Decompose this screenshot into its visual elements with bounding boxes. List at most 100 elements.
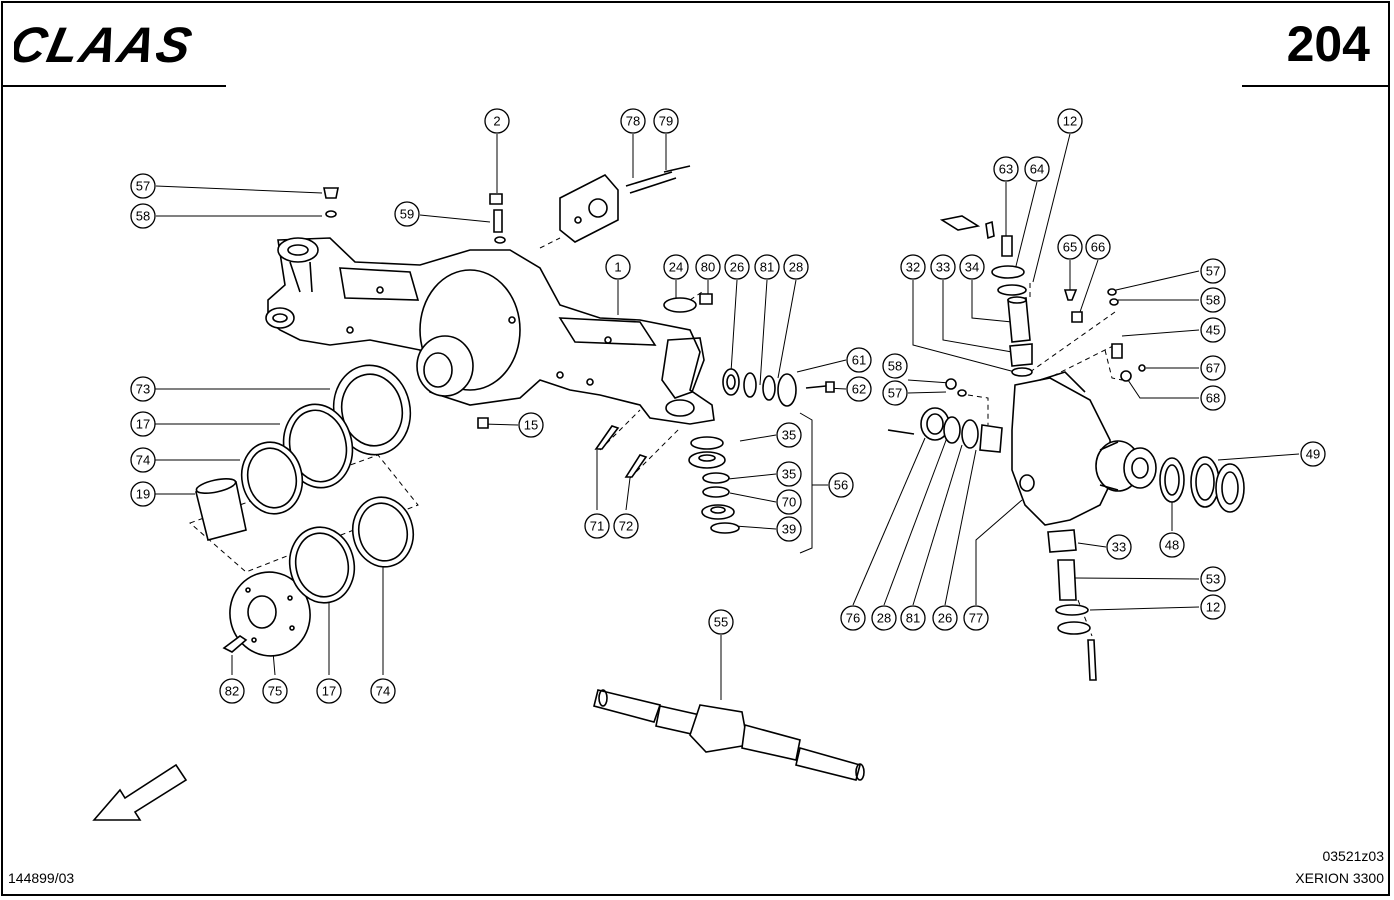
svg-text:17: 17 [322,684,336,699]
drive-shaft [593,689,865,781]
svg-text:35: 35 [782,428,796,443]
svg-text:79: 79 [659,114,673,129]
svg-text:2: 2 [493,114,500,129]
king-pin-parts [887,215,1146,681]
callout-58: 58 [882,353,908,379]
callout-45: 45 [1200,317,1226,343]
svg-text:64: 64 [1030,162,1044,177]
svg-text:57: 57 [136,179,150,194]
machine-model: XERION 3300 [1295,870,1384,886]
mounting-plate [559,165,691,243]
svg-text:78: 78 [626,114,640,129]
callout-67: 67 [1200,355,1226,381]
assembly-dashed-lines [189,237,1123,637]
svg-text:35: 35 [782,467,796,482]
callout-35: 35 [776,461,802,487]
callout-79: 79 [653,108,679,134]
callout-82: 82 [219,678,245,704]
svg-text:28: 28 [877,611,891,626]
header-rule-left [2,85,226,87]
callout-73: 73 [130,376,156,402]
callout-28: 28 [783,254,809,280]
svg-text:55: 55 [714,615,728,630]
pins-71-72 [594,425,648,478]
callout-26: 26 [932,605,958,631]
svg-text:82: 82 [225,684,239,699]
callout-81: 81 [900,605,926,631]
svg-text:58: 58 [888,359,902,374]
svg-text:45: 45 [1206,323,1220,338]
callout-33: 33 [930,254,956,280]
callout-49: 49 [1300,441,1326,467]
callout-1: 1 [605,254,631,280]
svg-text:65: 65 [1063,240,1077,255]
callout-57: 57 [1200,258,1226,284]
callout-12: 12 [1200,594,1226,620]
page-number: 204 [1286,16,1370,72]
callout-57: 57 [130,173,156,199]
svg-text:53: 53 [1206,572,1220,587]
callout-57: 57 [882,380,908,406]
axle-housing [265,237,715,425]
document-number: 144899/03 [8,870,75,886]
callout-35: 35 [776,422,802,448]
svg-text:68: 68 [1206,391,1220,406]
svg-text:58: 58 [1206,293,1220,308]
callout-58: 58 [1200,287,1226,313]
svg-text:33: 33 [936,260,950,275]
svg-text:63: 63 [999,162,1013,177]
callout-32: 32 [900,254,926,280]
svg-text:70: 70 [782,495,796,510]
callout-66: 66 [1085,234,1111,260]
svg-text:15: 15 [524,418,538,433]
callout-24: 24 [663,254,689,280]
direction-arrow [92,763,188,821]
callout-71: 71 [584,513,610,539]
callout-70: 70 [776,489,802,515]
svg-text:67: 67 [1206,361,1220,376]
callout-76: 76 [840,605,866,631]
svg-text:59: 59 [400,207,414,222]
callout-19: 19 [130,481,156,507]
svg-text:26: 26 [730,260,744,275]
svg-text:58: 58 [136,209,150,224]
svg-text:74: 74 [136,453,150,468]
callout-62: 62 [846,376,872,402]
svg-text:77: 77 [969,611,983,626]
svg-text:24: 24 [669,260,683,275]
callout-26: 26 [724,254,750,280]
svg-text:73: 73 [136,382,150,397]
svg-text:62: 62 [852,382,866,397]
seal-stack [688,436,740,534]
breather-and-plugs [323,187,506,429]
svg-text:61: 61 [852,353,866,368]
callouts: 2 78 79 57 58 59 1 24 80 26 81 28 61 62 … [130,108,1326,704]
callout-64: 64 [1024,156,1050,182]
svg-text:81: 81 [906,611,920,626]
callout-33: 33 [1106,534,1132,560]
callout-74: 74 [370,678,396,704]
svg-text:17: 17 [136,417,150,432]
seal-parts-middle [663,293,835,407]
callout-56: 56 [828,472,854,498]
svg-text:12: 12 [1063,114,1077,129]
svg-text:26: 26 [938,611,952,626]
callout-55: 55 [708,609,734,635]
svg-text:74: 74 [376,684,390,699]
callout-2: 2 [484,108,510,134]
svg-text:71: 71 [590,519,604,534]
callout-12: 12 [1057,108,1083,134]
svg-text:49: 49 [1306,447,1320,462]
callout-39: 39 [776,516,802,542]
svg-text:34: 34 [965,260,979,275]
svg-text:1: 1 [614,260,621,275]
header-rule-right [1242,85,1390,87]
callout-34: 34 [959,254,985,280]
svg-text:80: 80 [701,260,715,275]
svg-text:72: 72 [619,519,633,534]
callout-63: 63 [993,156,1019,182]
callout-53: 53 [1200,566,1226,592]
